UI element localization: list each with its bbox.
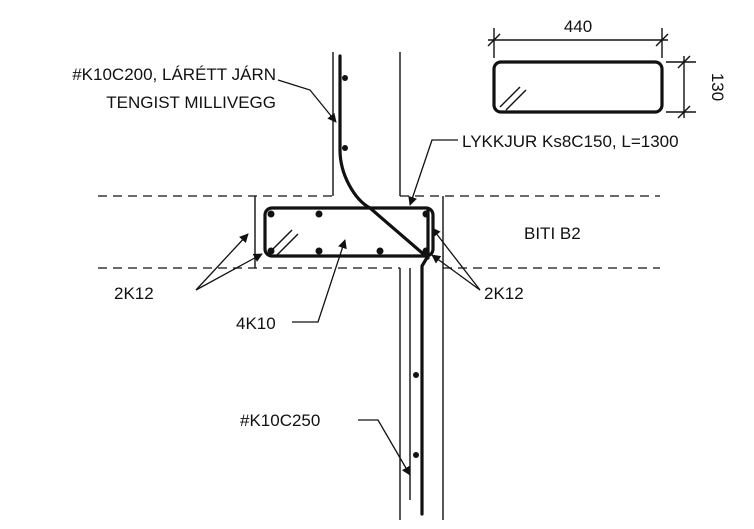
rebar-dots — [267, 75, 430, 458]
section-stirrup — [492, 60, 664, 114]
wall-rebar-upper — [338, 54, 430, 260]
rebar-dot — [315, 247, 323, 255]
rebar-dot — [422, 210, 430, 218]
slab-outline — [98, 195, 660, 269]
upper-wall — [332, 52, 401, 196]
label-bars-right: 2K12 — [484, 284, 524, 303]
label-beam: BITI B2 — [524, 224, 581, 243]
rebar-dot — [342, 75, 348, 81]
label-horizontal-rebar-note: TENGIST MILLIVEGG — [106, 93, 276, 112]
rebar-dot — [422, 247, 430, 255]
label-horizontal-rebar: #K10C200, LÁRÉTT JÁRN — [72, 65, 276, 84]
label-bars-left: 2K12 — [114, 284, 154, 303]
rebar-dot — [376, 247, 384, 255]
dimension-height: 130 — [708, 73, 727, 101]
stirrup-hook-2 — [275, 233, 299, 257]
rebar-dot — [267, 210, 275, 218]
stirrup-hook — [269, 229, 293, 253]
leader-lines — [195, 79, 481, 476]
rebar-dot — [413, 372, 419, 378]
label-stirrup: LYKKJUR Ks8C150, L=1300 — [462, 132, 679, 151]
rebar-dot — [315, 210, 323, 218]
rebar-dot — [342, 145, 348, 151]
label-bottom-rebar: #K10C250 — [240, 411, 320, 430]
label-bars-middle: 4K10 — [236, 314, 276, 333]
rebar-dot — [267, 247, 275, 255]
section-detail — [487, 28, 696, 119]
wall-rebar-lower — [420, 208, 430, 516]
lower-wall — [399, 268, 444, 520]
rebar-dot — [413, 452, 419, 458]
dimension-width: 440 — [564, 17, 592, 36]
